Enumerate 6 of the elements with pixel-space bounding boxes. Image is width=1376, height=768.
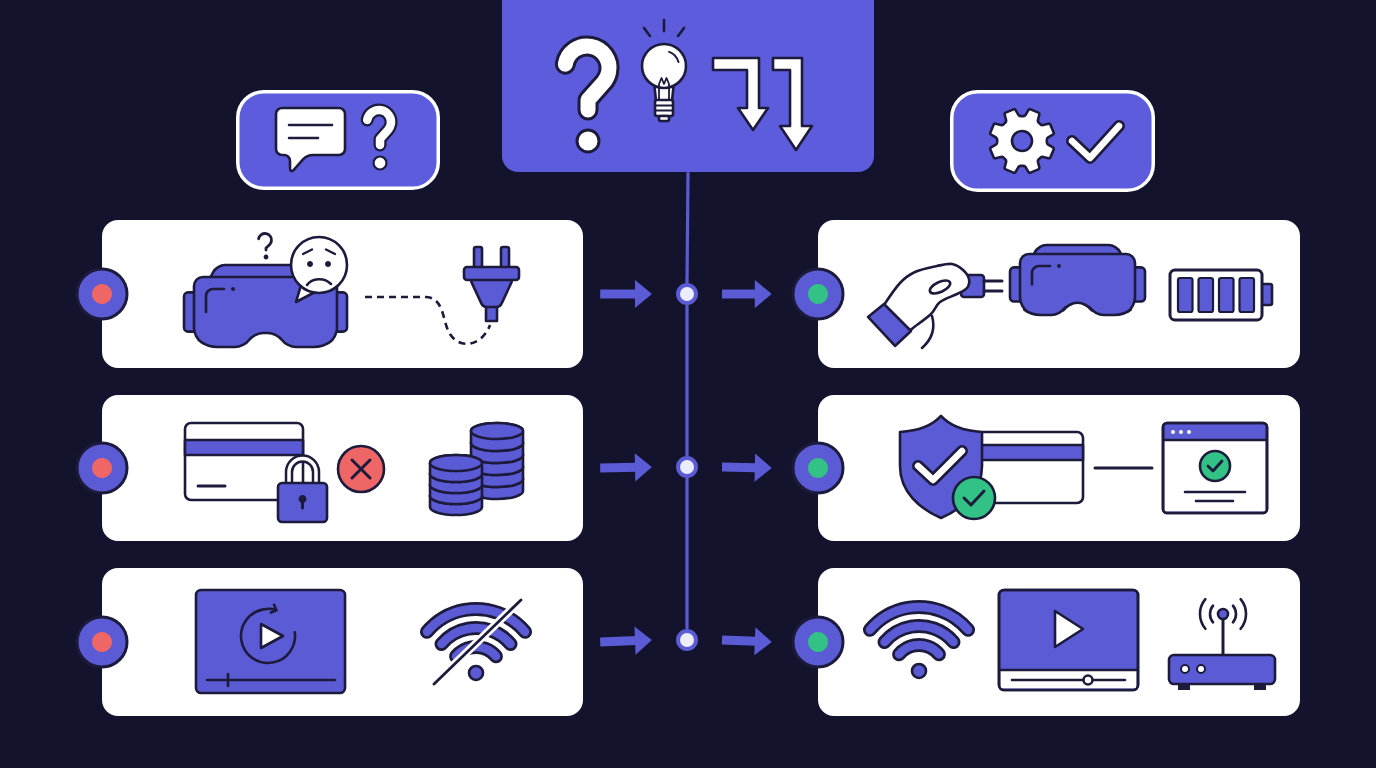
- junction-dot: [676, 283, 698, 305]
- connector-line: [685, 305, 689, 456]
- junction-dot: [676, 629, 698, 651]
- connector-line: [685, 172, 690, 283]
- junction-dot: [676, 456, 698, 478]
- connector-line: [685, 478, 689, 629]
